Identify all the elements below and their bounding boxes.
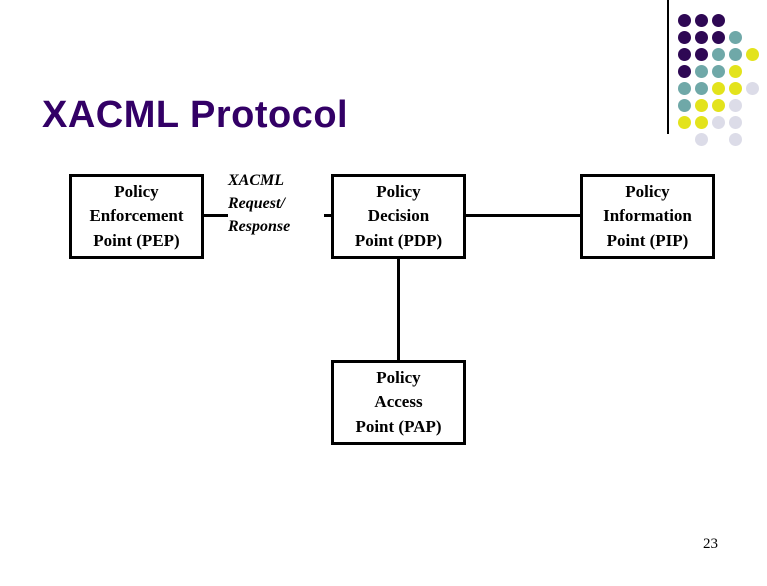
node-policy-decision-point[interactable]: Policy Decision Point (PDP) <box>331 174 466 259</box>
node-pip-line-3: Point (PIP) <box>606 230 689 250</box>
decoration-dot <box>729 82 742 95</box>
decoration-dot <box>695 133 708 146</box>
page-number: 23 <box>703 536 718 552</box>
decoration-dot <box>678 82 691 95</box>
node-pdp-line-2: Decision <box>367 206 430 226</box>
node-policy-information-point[interactable]: Policy Information Point (PIP) <box>580 174 715 259</box>
edge-label-line-3: Response <box>228 215 324 239</box>
connector-pdp-pap <box>397 256 400 363</box>
node-policy-enforcement-point[interactable]: Policy Enforcement Point (PEP) <box>69 174 204 259</box>
node-pip-line-1: Policy <box>625 181 670 201</box>
decoration-dot <box>678 48 691 61</box>
node-pep-line-1: Policy <box>114 181 159 201</box>
decoration-dot <box>712 116 725 129</box>
decoration-dot <box>678 65 691 78</box>
decoration-dot <box>746 48 759 61</box>
decoration-dot <box>712 65 725 78</box>
node-pep-line-2: Enforcement <box>89 206 184 226</box>
node-pip-line-2: Information <box>603 206 692 226</box>
node-policy-access-point[interactable]: Policy Access Point (PAP) <box>331 360 466 445</box>
connector-pdp-pip <box>463 214 583 217</box>
decoration-dot <box>729 99 742 112</box>
decoration-dot <box>695 116 708 129</box>
edge-label-line-2: Request/ <box>228 192 324 216</box>
decoration-dot <box>695 65 708 78</box>
node-pdp-line-1: Policy <box>376 181 421 201</box>
decoration-dot <box>695 14 708 27</box>
edge-label-line-1: XACML <box>228 169 324 193</box>
decoration-dot <box>729 116 742 129</box>
decoration-dot <box>678 116 691 129</box>
decoration-dot <box>695 82 708 95</box>
decoration-dot <box>695 48 708 61</box>
edge-label-xacml-request-response: XACML Request/ Response <box>228 169 324 239</box>
decoration-dot <box>729 31 742 44</box>
decoration-dot <box>712 14 725 27</box>
decoration-dot <box>712 48 725 61</box>
node-pap-line-2: Access <box>374 392 423 412</box>
title-vertical-rule <box>667 0 669 134</box>
decoration-dot <box>695 99 708 112</box>
decoration-dot <box>695 31 708 44</box>
decoration-dot <box>729 65 742 78</box>
decoration-dot <box>729 48 742 61</box>
node-pap-line-3: Point (PAP) <box>355 416 442 436</box>
decoration-dot <box>712 99 725 112</box>
decoration-dot <box>678 31 691 44</box>
decoration-dot <box>746 82 759 95</box>
node-pdp-line-3: Point (PDP) <box>354 230 443 250</box>
page-title: XACML Protocol <box>42 94 349 137</box>
decoration-dot <box>729 133 742 146</box>
decoration-dot <box>678 14 691 27</box>
decoration-dot <box>678 99 691 112</box>
dot-matrix-decoration <box>678 14 762 146</box>
node-pep-line-3: Point (PEP) <box>93 230 180 250</box>
decoration-dot <box>712 31 725 44</box>
decoration-dot <box>712 82 725 95</box>
node-pap-line-1: Policy <box>376 367 421 387</box>
